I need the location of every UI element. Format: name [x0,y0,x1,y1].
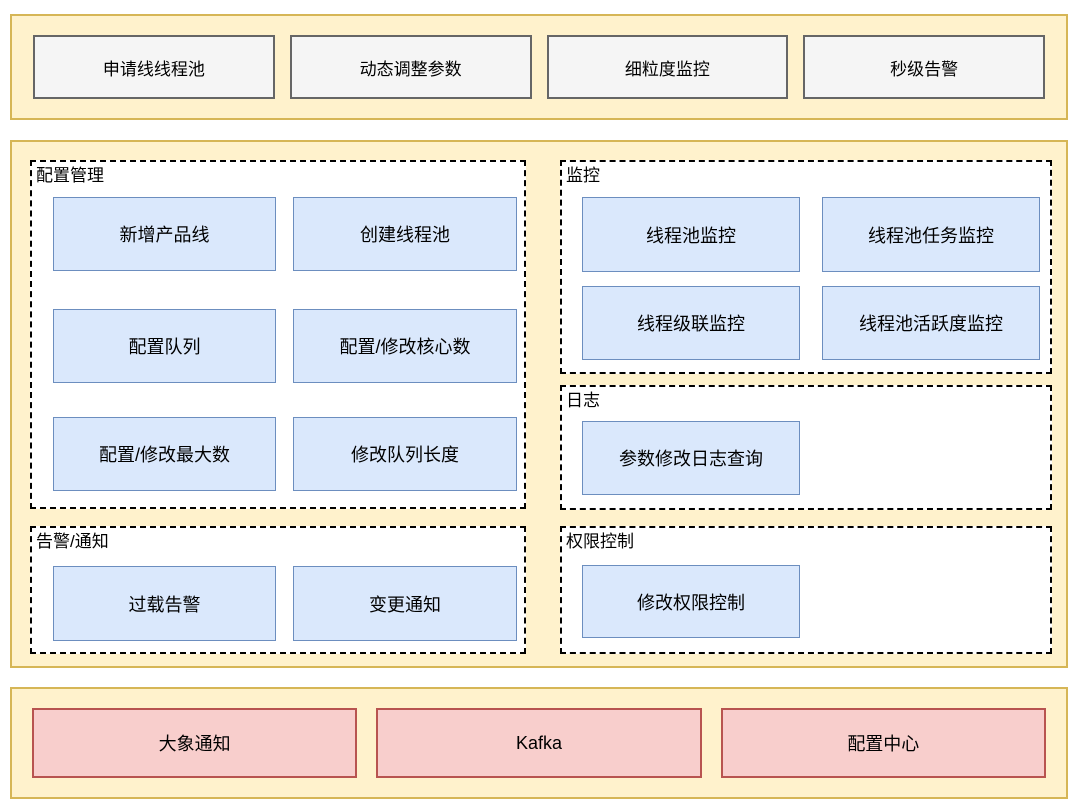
section-title: 监控 [566,166,600,185]
infrastructure-band: 大象通知 Kafka 配置中心 [10,687,1068,799]
box-label: 新增产品线 [119,225,210,245]
box-label: 修改队列长度 [351,445,459,465]
box-label: 配置/修改核心数 [339,337,471,357]
box-param-change-log-query: 参数修改日志查询 [582,421,800,495]
box-label: 动态调整参数 [359,59,462,79]
box-label: 配置队列 [128,337,201,357]
box-label: 线程级联监控 [637,314,745,334]
section-title: 配置管理 [36,166,104,185]
box-daxiang-notification: 大象通知 [32,708,358,778]
box-apply-thread-pool: 申请线线程池 [33,35,275,99]
box-label: 线程池任务监控 [868,225,994,246]
box-thread-pool-monitor: 线程池监控 [582,197,800,272]
section-title: 日志 [566,391,600,410]
section-title: 告警/通知 [36,532,109,551]
section-alert-notification: 告警/通知 过载告警 变更通知 [30,526,526,654]
box-dynamic-adjust-params: 动态调整参数 [289,35,532,99]
box-label: Kafka [515,732,562,753]
box-configure-core-count: 配置/修改核心数 [293,309,517,383]
feature-band: 配置管理 新增产品线 创建线程池 配置队列 配置/修改核心数 配置/修改最大数 … [10,140,1068,668]
box-create-thread-pool: 创建线程池 [293,197,517,271]
box-kafka: Kafka [376,708,702,778]
box-label: 线程池监控 [646,225,736,246]
box-label: 线程池活跃度监控 [859,314,1003,334]
box-label: 秒级告警 [890,59,959,79]
box-modify-queue-length: 修改队列长度 [293,417,517,491]
box-second-level-alert: 秒级告警 [803,35,1045,99]
box-label: 配置中心 [847,734,920,754]
box-configure-queue: 配置队列 [53,309,276,383]
box-label: 大象通知 [158,734,231,754]
box-thread-pool-task-monitor: 线程池任务监控 [822,197,1040,272]
box-label: 申请线线程池 [102,59,205,79]
box-label: 修改权限控制 [637,592,745,613]
box-fine-grained-monitoring: 细粒度监控 [546,35,789,99]
section-permission-control: 权限控制 修改权限控制 [560,526,1052,654]
box-overload-alert: 过载告警 [53,566,276,641]
box-thread-pool-activity-monitor: 线程池活跃度监控 [822,286,1040,360]
box-label: 创建线程池 [360,225,450,245]
box-config-center: 配置中心 [720,708,1046,778]
section-log: 日志 参数修改日志查询 [560,385,1052,510]
section-title: 权限控制 [566,532,634,551]
box-configure-max-count: 配置/修改最大数 [53,417,276,491]
box-label: 过载告警 [128,594,201,615]
box-label: 参数修改日志查询 [619,449,763,469]
capability-band: 申请线线程池 动态调整参数 细粒度监控 秒级告警 [10,14,1068,120]
box-add-product-line: 新增产品线 [53,197,276,271]
section-config-management: 配置管理 新增产品线 创建线程池 配置队列 配置/修改核心数 配置/修改最大数 … [30,160,526,509]
box-thread-cascade-monitor: 线程级联监控 [582,286,800,360]
box-modify-permission-control: 修改权限控制 [582,565,800,638]
section-monitoring: 监控 线程池监控 线程池任务监控 线程级联监控 线程池活跃度监控 [560,160,1052,374]
box-label: 配置/修改最大数 [98,445,230,465]
box-label: 细粒度监控 [624,59,710,79]
box-change-notification: 变更通知 [293,566,517,641]
box-label: 变更通知 [369,594,441,615]
